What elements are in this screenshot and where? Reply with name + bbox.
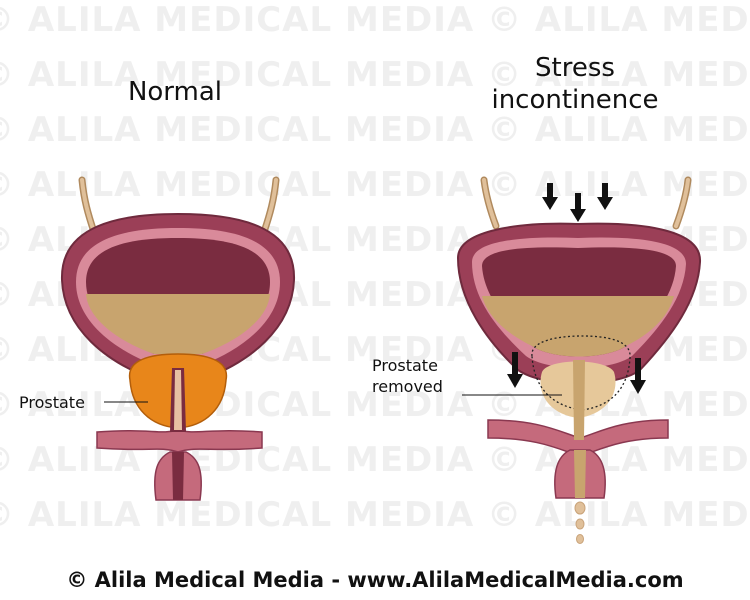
- stress-title-line1: Stress: [535, 53, 615, 83]
- stress-incontinence-title: Stress incontinence: [460, 52, 690, 116]
- urethra-stress: [573, 360, 585, 440]
- stress-title-line2: incontinence: [491, 85, 659, 115]
- urine: [86, 294, 270, 354]
- removed-label-line2: removed: [372, 377, 443, 396]
- normal-bladder-illustration: [60, 176, 296, 501]
- down-arrow-icon: [597, 183, 613, 210]
- urine-stress: [482, 296, 674, 357]
- prostate-removed-label: Prostate removed: [372, 355, 443, 397]
- normal-title: Normal: [127, 77, 223, 107]
- down-arrow-icon: [542, 183, 558, 210]
- urine-drop: [575, 518, 585, 530]
- stress-bladder-illustration: [456, 176, 702, 544]
- urine-drop: [576, 534, 584, 544]
- down-arrow-icon: [570, 193, 586, 222]
- down-arrow-icon: [630, 358, 646, 394]
- urine-drop: [574, 501, 586, 515]
- removed-prostate-outline: [531, 335, 631, 411]
- removed-label-line1: Prostate: [372, 356, 438, 375]
- pelvic-floor-muscle: [96, 429, 263, 453]
- copyright-footer: © Alila Medical Media - www.AlilaMedical…: [66, 568, 684, 592]
- prostate-label: Prostate: [19, 393, 85, 412]
- down-arrow-icon: [507, 352, 523, 388]
